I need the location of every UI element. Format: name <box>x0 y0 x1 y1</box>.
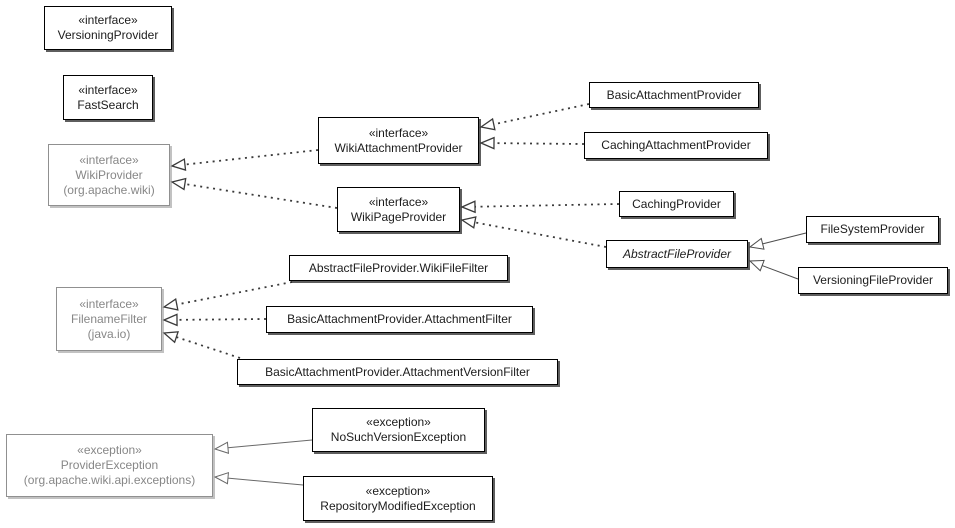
hollow-triangle-arrowhead-icon <box>170 177 187 191</box>
class-name-label: BasicAttachmentProvider.AttachmentVersio… <box>265 364 530 379</box>
edge-extends-file-system-provider-to-abstract-file-provider <box>762 232 807 245</box>
class-box-no-such-version-exception[interactable]: «exception»NoSuchVersionException <box>312 408 485 452</box>
stereotype-label: «interface» <box>78 82 138 97</box>
hollow-triangle-arrowhead-icon <box>162 313 178 327</box>
class-name-label: BasicAttachmentProvider.AttachmentFilter <box>287 312 512 326</box>
hollow-triangle-arrowhead-icon <box>213 441 230 454</box>
stereotype-label: «interface» <box>78 13 138 27</box>
class-name-label: WikiAttachmentProvider <box>334 140 463 155</box>
class-name-label: VersioningProvider <box>57 28 159 42</box>
class-name-label: CachingAttachmentProvider <box>601 138 751 152</box>
stereotype-label: «interface» <box>79 296 139 311</box>
class-box-provider-exception[interactable]: «exception»ProviderException(org.apache.… <box>6 434 213 497</box>
edge-extends-repository-modified-exception-to-provider-exception <box>227 477 304 486</box>
hollow-triangle-arrowhead-icon <box>460 200 476 214</box>
class-box-wiki-attachment-provider[interactable]: «interface»WikiAttachmentProvider <box>318 117 479 164</box>
class-box-repository-modified-exception[interactable]: «exception»RepositoryModifiedException <box>303 476 493 521</box>
class-name-label: (java.io) <box>87 326 131 341</box>
class-box-wiki-page-provider[interactable]: «interface»WikiPageProvider <box>337 187 460 232</box>
hollow-triangle-arrowhead-icon <box>170 158 187 171</box>
class-name-label: FileSystemProvider <box>820 222 925 236</box>
hollow-triangle-arrowhead-icon <box>213 471 230 485</box>
stereotype-label: «interface» <box>79 152 139 167</box>
class-box-file-system-provider[interactable]: FileSystemProvider <box>806 216 939 243</box>
edge-implements-caching-attachment-provider-to-wiki-attachment-provider <box>493 142 585 145</box>
edge-implements-abstract-file-provider-wiki-file-filter-to-filename-filter <box>176 281 293 306</box>
class-box-basic-attachment-provider-attachment-filter[interactable]: BasicAttachmentProvider.AttachmentFilter <box>266 306 533 333</box>
class-box-filename-filter[interactable]: «interface»FilenameFilter(java.io) <box>56 287 162 351</box>
stereotype-label: «exception» <box>77 443 142 457</box>
hollow-triangle-arrowhead-icon <box>162 331 179 344</box>
hollow-triangle-arrowhead-icon <box>748 237 765 250</box>
class-name-label: CachingProvider <box>632 196 721 211</box>
hollow-triangle-arrowhead-icon <box>479 136 495 150</box>
edge-extends-no-such-version-exception-to-provider-exception <box>227 439 313 449</box>
class-box-versioning-provider[interactable]: «interface»VersioningProvider <box>44 6 172 50</box>
class-box-abstract-file-provider-wiki-file-filter[interactable]: AbstractFileProvider.WikiFileFilter <box>289 255 508 281</box>
edge-implements-basic-attachment-provider-attachment-filter-to-filename-filter <box>176 318 267 321</box>
edge-implements-wiki-attachment-provider-to-wiki-provider <box>184 149 319 166</box>
class-name-label: WikiProvider <box>75 167 143 182</box>
stereotype-label: «exception» <box>366 415 431 429</box>
class-name-label: (org.apache.wiki) <box>63 182 155 197</box>
stereotype-label: «exception» <box>365 483 431 498</box>
class-box-basic-attachment-provider-attachment-version-filter[interactable]: BasicAttachmentProvider.AttachmentVersio… <box>237 359 558 385</box>
class-name-label: FilenameFilter <box>70 311 148 326</box>
class-name-label: (org.apache.wiki.api.exceptions) <box>23 473 196 487</box>
edge-implements-basic-attachment-provider-to-wiki-attachment-provider <box>493 103 590 126</box>
class-box-caching-provider[interactable]: CachingProvider <box>619 191 734 217</box>
class-box-caching-attachment-provider[interactable]: CachingAttachmentProvider <box>584 132 768 159</box>
class-box-wiki-provider[interactable]: «interface»WikiProvider(org.apache.wiki) <box>48 144 170 206</box>
class-box-fast-search[interactable]: «interface»FastSearch <box>63 75 153 120</box>
class-name-label: AbstractFileProvider.WikiFileFilter <box>308 260 489 275</box>
hollow-triangle-arrowhead-icon <box>479 117 496 131</box>
class-box-basic-attachment-provider[interactable]: BasicAttachmentProvider <box>589 82 759 108</box>
class-name-label: ProviderException <box>60 458 159 472</box>
class-name-label: BasicAttachmentProvider <box>606 87 742 102</box>
hollow-triangle-arrowhead-icon <box>162 298 179 311</box>
class-name-label: NoSuchVersionException <box>330 430 467 444</box>
class-box-versioning-file-provider[interactable]: VersioningFileProvider <box>798 267 948 294</box>
edge-implements-wiki-page-provider-to-wiki-provider <box>184 183 338 209</box>
stereotype-label: «interface» <box>368 194 429 209</box>
edge-extends-versioning-file-provider-to-abstract-file-provider <box>761 265 799 280</box>
edge-implements-basic-attachment-provider-attachment-version-filter-to-filename-filter <box>176 336 241 359</box>
class-name-label: RepositoryModifiedException <box>320 498 476 513</box>
class-name-label: AbstractFileProvider <box>622 246 732 261</box>
hollow-triangle-arrowhead-icon <box>460 216 477 229</box>
stereotype-label: «interface» <box>368 125 429 140</box>
class-name-label: VersioningFileProvider <box>812 273 934 287</box>
class-name-label: WikiPageProvider <box>350 209 447 224</box>
edge-implements-abstract-file-provider-to-wiki-page-provider <box>474 221 607 248</box>
class-box-abstract-file-provider[interactable]: AbstractFileProvider <box>606 240 748 268</box>
hollow-triangle-arrowhead-icon <box>748 259 765 272</box>
edge-implements-caching-provider-to-wiki-page-provider <box>474 203 620 208</box>
class-name-label: FastSearch <box>77 97 139 112</box>
